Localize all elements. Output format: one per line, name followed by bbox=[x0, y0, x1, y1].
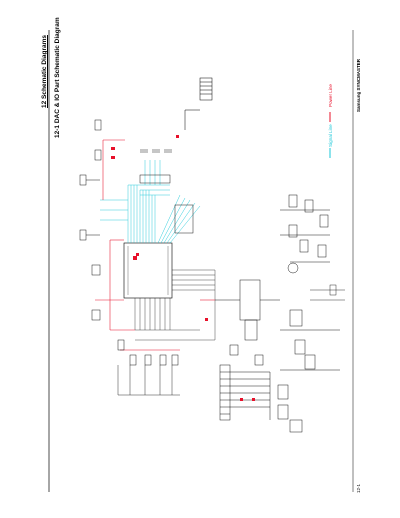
signal-bus bbox=[100, 160, 201, 244]
lower-center-cluster bbox=[215, 279, 340, 371]
lower-bus bbox=[134, 269, 216, 341]
component-cluster-left bbox=[79, 119, 179, 366]
connector-top bbox=[184, 77, 213, 130]
right-edge-components bbox=[310, 284, 345, 301]
right-cluster bbox=[280, 194, 330, 274]
power-traces bbox=[95, 139, 215, 351]
resistor-network-left bbox=[117, 365, 180, 396]
red-markers bbox=[111, 135, 179, 256]
capacitor-bank bbox=[139, 149, 194, 234]
connector-bottom-left bbox=[219, 364, 303, 433]
main-ic-chip bbox=[123, 242, 173, 299]
red-markers-lower bbox=[205, 318, 255, 401]
